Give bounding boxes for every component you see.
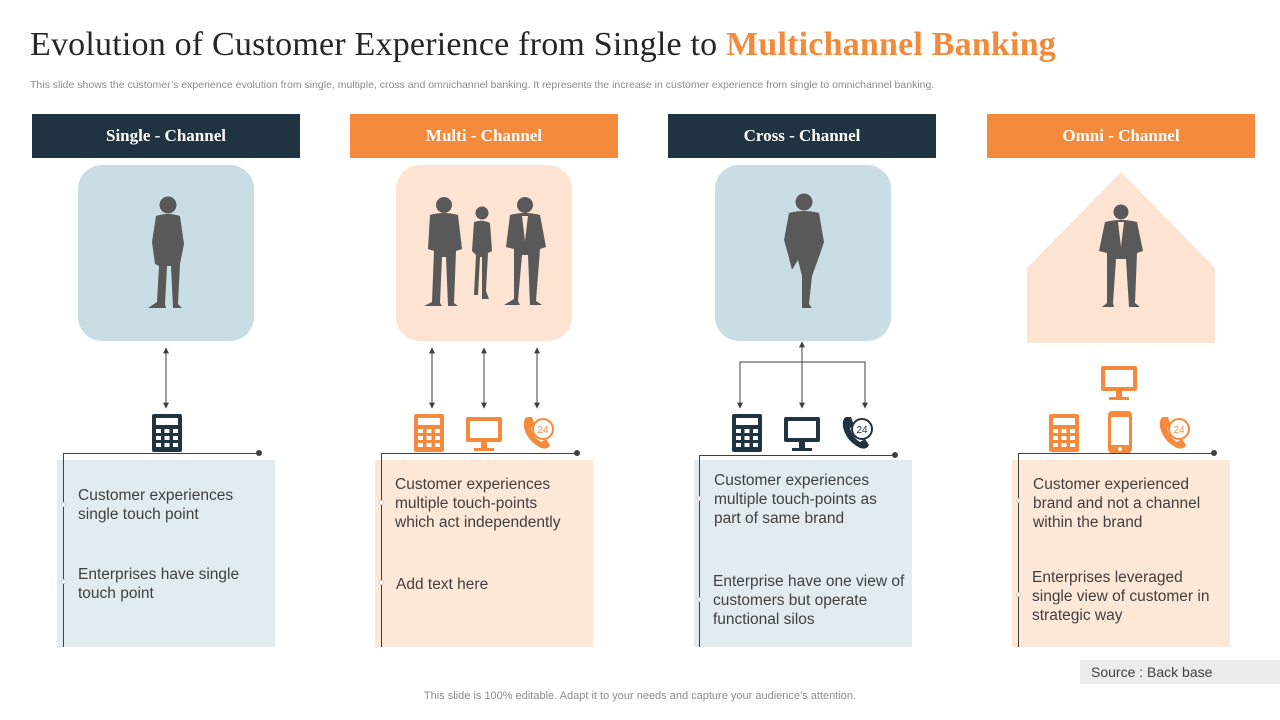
slide-title: Evolution of Customer Experience from Si… xyxy=(30,26,1056,64)
header-single-channel: Single - Channel xyxy=(32,114,300,158)
point-text: Enterprises have single touch point xyxy=(78,566,240,602)
walking-person-silhouette-icon xyxy=(784,193,824,308)
point-text: Customer experienced brand and not a cha… xyxy=(1033,476,1201,531)
calculator-icon xyxy=(152,414,182,452)
omni-channel-textbox xyxy=(1012,460,1230,647)
cross-channel-textbox xyxy=(694,460,912,647)
calculator-icon xyxy=(1049,414,1079,452)
title-accent: Multichannel Banking xyxy=(726,26,1056,63)
badge-24-label: 24 xyxy=(856,425,868,436)
timeline-bullet xyxy=(697,597,702,602)
header-label: Cross - Channel xyxy=(743,126,861,145)
point-text: Enterprise have one view of customers bu… xyxy=(713,573,905,628)
calculator-icon xyxy=(732,414,762,452)
monitor-icon xyxy=(1101,366,1137,400)
timeline-bullet xyxy=(1016,592,1021,597)
badge-24-label: 24 xyxy=(537,425,549,436)
timeline-bullet xyxy=(697,496,702,501)
timeline-bullet xyxy=(379,500,384,505)
timeline-bullet xyxy=(61,579,66,584)
header-omni-channel: Omni - Channel xyxy=(987,114,1255,158)
group-silhouette-icon xyxy=(424,197,546,306)
header-label: Multi - Channel xyxy=(425,126,543,145)
slide-subtitle: This slide shows the customer’s experien… xyxy=(30,79,935,91)
point-text: Customer experiences single touch point xyxy=(78,487,234,523)
header-multi-channel: Multi - Channel xyxy=(350,114,618,158)
calculator-icon xyxy=(414,414,444,452)
source-label: Source : Back base xyxy=(1080,660,1280,684)
timeline-bullet xyxy=(1016,498,1021,503)
person-silhouette-icon xyxy=(148,196,184,308)
monitor-icon xyxy=(466,417,502,451)
point-text: Add text here xyxy=(396,576,489,593)
point-text: Customer experiences multiple touch-poin… xyxy=(395,476,561,531)
phone-24-icon: 24 xyxy=(842,417,873,449)
monitor-icon xyxy=(784,417,820,451)
point-text: Customer experiences multiple touch-poin… xyxy=(714,472,877,527)
footer-note: This slide is 100% editable. Adapt it to… xyxy=(423,690,857,702)
multi-channel-textbox xyxy=(375,460,593,647)
title-main: Evolution of Customer Experience from Si… xyxy=(30,26,718,63)
source-text: Source : Back base xyxy=(1091,664,1213,680)
smartphone-icon xyxy=(1108,411,1132,453)
header-label: Omni - Channel xyxy=(1062,126,1180,145)
business-person-silhouette-icon xyxy=(1099,204,1143,307)
badge-24-label: 24 xyxy=(1173,425,1185,436)
timeline-bullet xyxy=(61,502,66,507)
header-cross-channel: Cross - Channel xyxy=(668,114,936,158)
phone-24-icon: 24 xyxy=(1159,417,1190,449)
header-label: Single - Channel xyxy=(106,126,226,145)
phone-24-icon: 24 xyxy=(523,417,554,449)
point-text: Enterprises leveraged single view of cus… xyxy=(1032,569,1210,624)
timeline-bullet xyxy=(379,580,384,585)
single-channel-textbox xyxy=(57,460,275,647)
